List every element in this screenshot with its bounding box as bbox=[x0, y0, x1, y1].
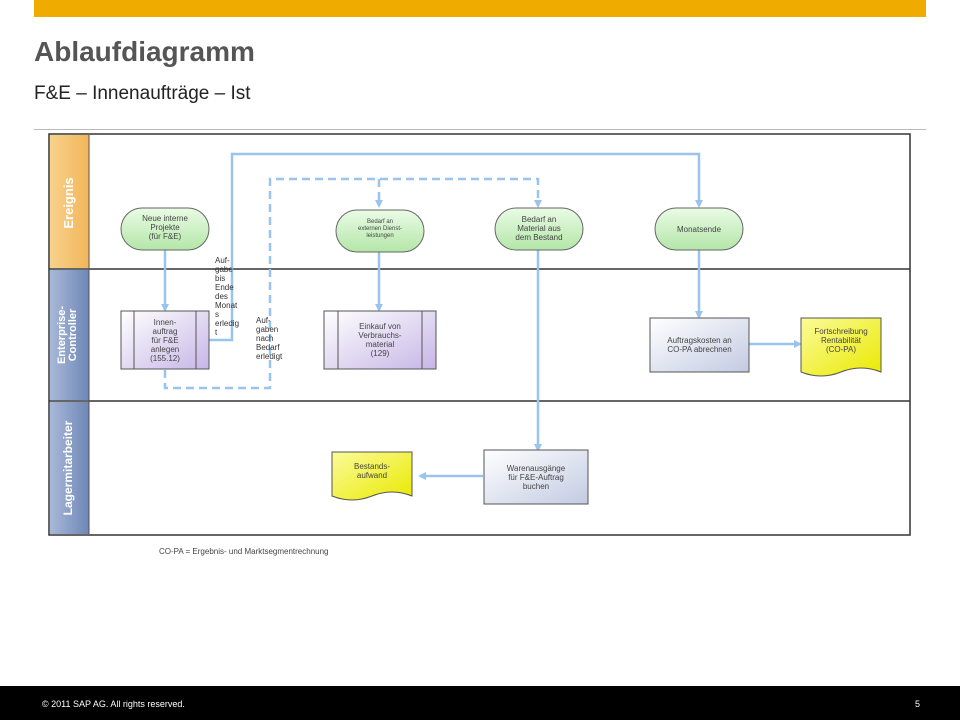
label-create-order: Innen- auftrag für F&E anlegen (155.12) bbox=[150, 317, 180, 363]
copyright-text: © 2011 SAP AG. All rights reserved. bbox=[42, 699, 185, 709]
note-tasks-on-demand: Auf- gaben nach Bedarf erledigt bbox=[256, 316, 283, 361]
document-inventory-expense bbox=[331, 451, 413, 501]
lane-header-controller bbox=[50, 270, 89, 400]
process-settle bbox=[649, 317, 750, 373]
event-month-end bbox=[654, 207, 744, 251]
title-divider bbox=[34, 129, 926, 130]
lane-label-controller: Enterprise-Controller bbox=[56, 306, 79, 364]
label-copa-update: Fortschreibung Rentabilität (CO-PA) bbox=[814, 326, 868, 354]
event-need-external bbox=[335, 209, 425, 253]
page-subtitle: F&E – Innenaufträge – Ist bbox=[34, 83, 251, 104]
label-need-material: Bedarf an Material aus dem Bestand bbox=[515, 214, 563, 242]
label-inventory-expense: Bestands- aufwand bbox=[353, 462, 391, 480]
label-new-projects: Neue interne Projekte (für F&E) bbox=[142, 213, 188, 241]
process-goods-issue bbox=[483, 449, 589, 505]
connector bbox=[209, 152, 703, 342]
label-need-external: Bedarf an externen Dienst- leistungen bbox=[357, 218, 403, 239]
footnote: CO-PA = Ergebnis- und Marktsegmentrechnu… bbox=[159, 547, 329, 556]
page-title: Ablaufdiagramm bbox=[34, 36, 255, 67]
lane-header-ereignis bbox=[50, 135, 89, 268]
lane-header-lager bbox=[50, 402, 89, 534]
process-create-order bbox=[120, 310, 210, 370]
label-settle: Auftragskosten an CO-PA abrechnen bbox=[667, 336, 732, 354]
event-new-projects bbox=[120, 207, 210, 251]
event-need-material bbox=[494, 207, 584, 251]
footer-bar: © 2011 SAP AG. All rights reserved. 5 bbox=[0, 686, 960, 720]
label-month-end: Monatsende bbox=[676, 224, 722, 234]
process-purchase bbox=[323, 310, 437, 370]
accent-bar bbox=[34, 0, 926, 17]
label-purchase: Einkauf von Verbrauchs- material (129) bbox=[358, 322, 402, 358]
document-copa bbox=[800, 317, 882, 377]
lane-label-ereignis: Ereignis bbox=[61, 177, 76, 228]
note-tasks-done: Auf- gabe bis Ende des Monat s erledig t bbox=[215, 256, 240, 337]
label-goods-issue: Warenausgänge für F&E-Auftrag buchen bbox=[506, 463, 566, 491]
lane-label-lager: Lagermitarbeiter bbox=[61, 420, 75, 515]
dashed-connector bbox=[163, 177, 542, 390]
page-number: 5 bbox=[914, 699, 920, 709]
